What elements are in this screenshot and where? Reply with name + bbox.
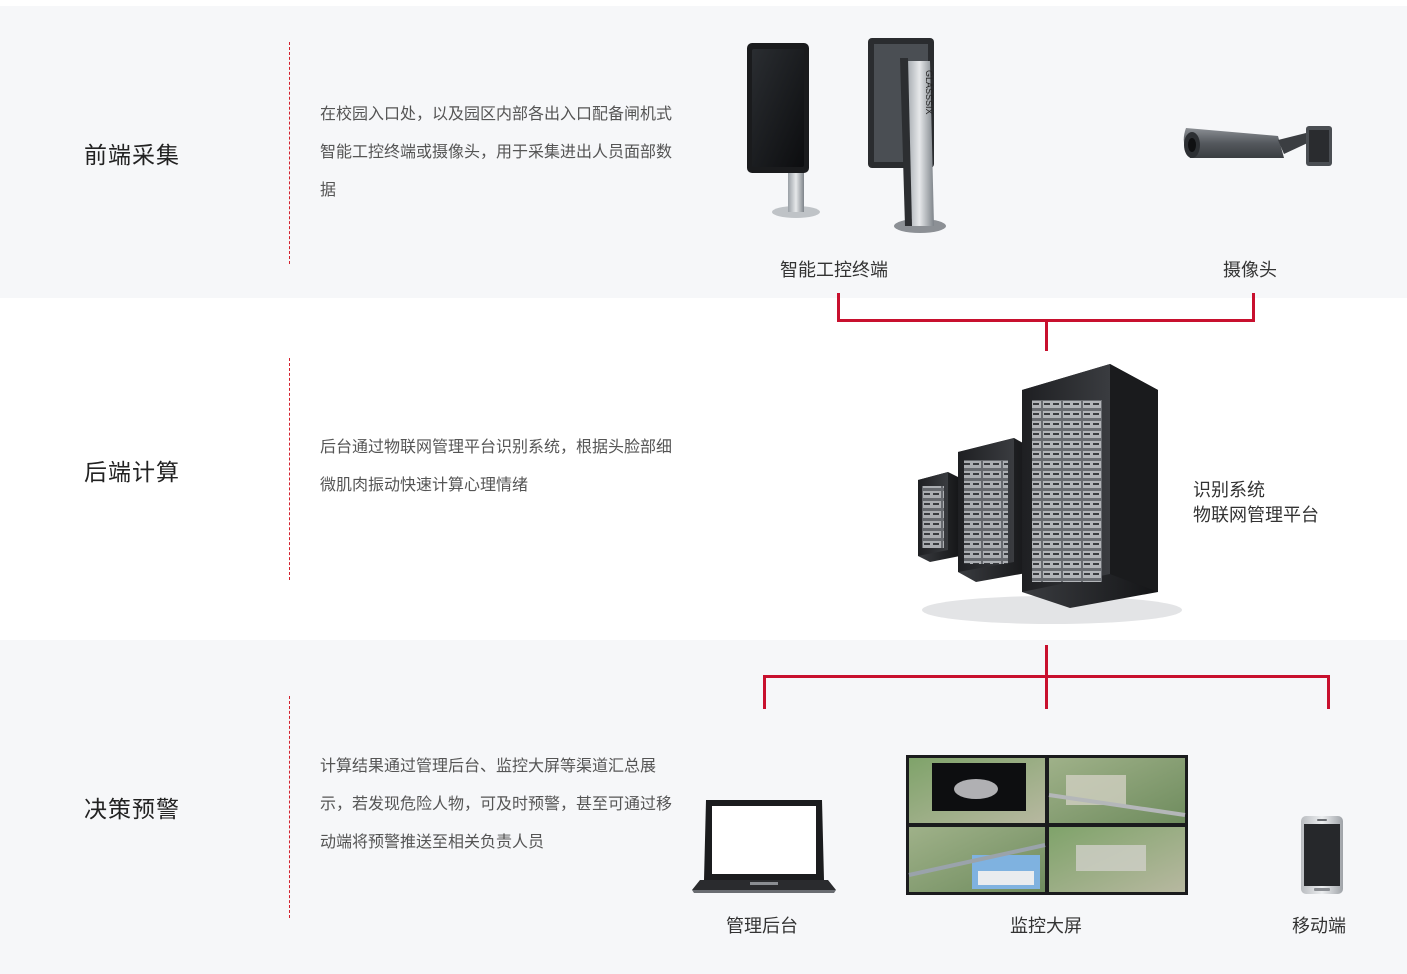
admin-label: 管理后台 [726,916,798,937]
camera-illustration [1183,126,1332,166]
server-label-line1: 识别系统 [1193,480,1265,501]
connector-admin-down [763,675,766,709]
section-desc-backend-compute: 后台通过物联网管理平台识别系统，根据头脸部细微肌肉振动快速计算心理情绪 [320,437,673,494]
server-label: 识别系统 物联网管理平台 [1193,478,1319,528]
laptop-illustration [692,800,836,893]
section-desc-front-collection: 在校园入口处，以及园区内部各出入口配备闸机式智能工控终端或摄像头，用于采集进出人… [320,104,673,199]
section-title-front-collection: 前端采集 [84,143,180,169]
mobile-label: 移动端 [1292,916,1346,937]
connector-terminal-down [837,293,840,321]
screen-label: 监控大屏 [1010,916,1082,937]
terminal-brand-text: GLASSSIX [924,70,934,115]
server-illustration [918,364,1182,624]
section-title-decision-alert: 决策预警 [84,797,180,823]
connector-mobile-down [1327,675,1330,709]
terminal-illustration: GLASSSIX [747,38,946,233]
video-wall-illustration [906,755,1188,895]
section-divider-2 [289,358,290,580]
terminal-label: 智能工控终端 [780,260,888,281]
section-desc-decision-alert: 计算结果通过管理后台、监控大屏等渠道汇总展示，若发现危险人物，可及时预警，甚至可… [320,756,673,851]
server-label-line2: 物联网管理平台 [1193,505,1319,526]
connector-camera-down [1252,293,1255,321]
backend-compute-band [0,298,1407,640]
section-title-backend-compute: 后端计算 [84,460,180,486]
section-divider-3 [289,696,290,918]
front-collection-band [0,6,1407,298]
connector-to-server [1045,319,1048,351]
phone-illustration [1301,816,1343,894]
connector-bottom-horizontal [763,675,1330,678]
section-divider-1 [289,42,290,264]
camera-label: 摄像头 [1223,260,1277,281]
